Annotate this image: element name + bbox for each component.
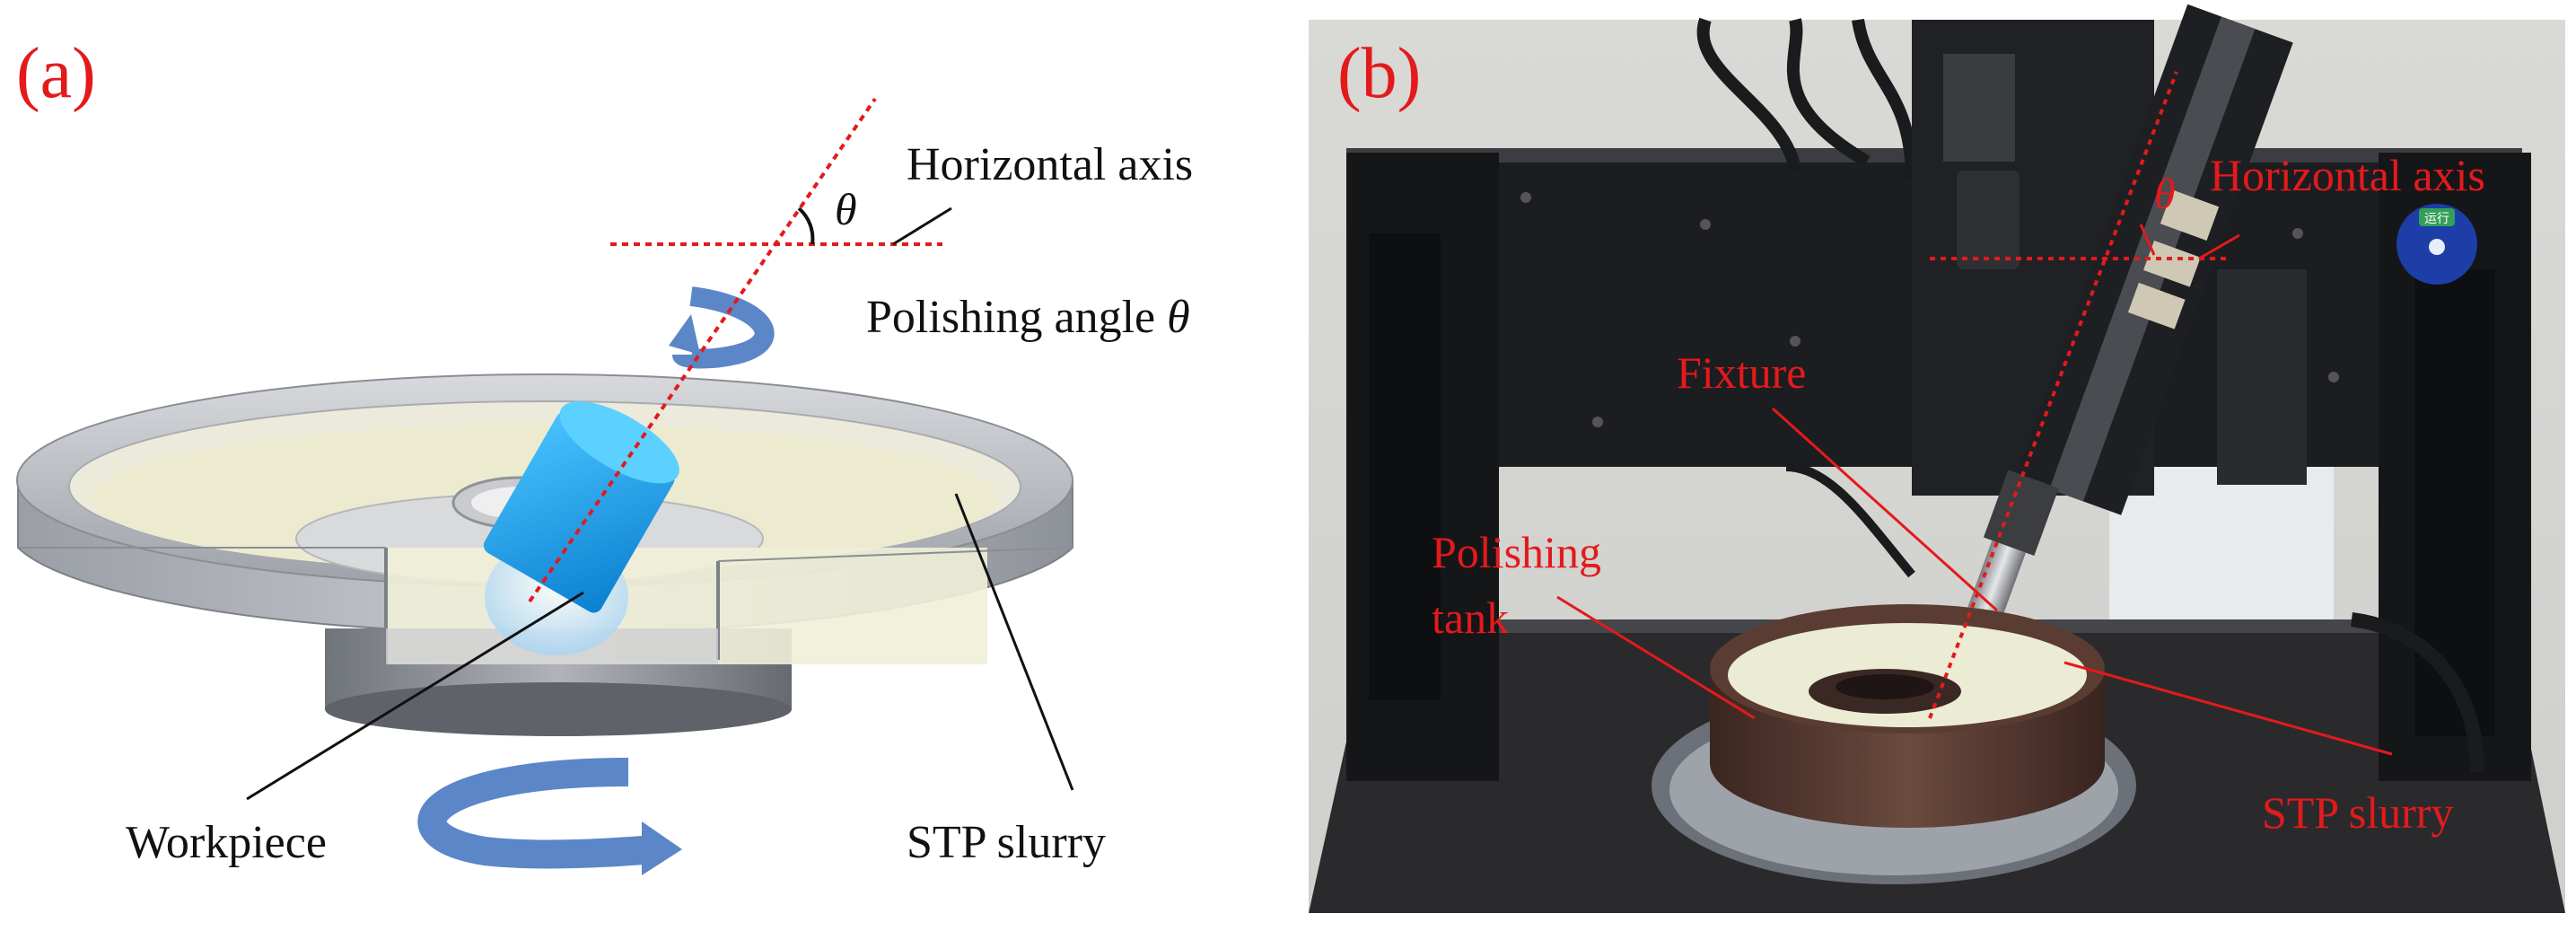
slurry-leader-a — [954, 493, 1074, 791]
panel-a-label: (a) — [16, 34, 96, 113]
status-badge-text: 运行 — [2424, 212, 2449, 226]
rotation-arrow-lower — [417, 758, 682, 875]
angle-marker-b — [2139, 224, 2156, 256]
fixture-leader — [1771, 407, 1999, 612]
horizontal-axis-label-b: Horizontal axis — [2210, 150, 2485, 200]
cables — [1696, 17, 1918, 180]
panel-a: (a) — [16, 34, 1193, 875]
status-badge: 运行 — [2396, 204, 2477, 285]
slurry-label-b: STP slurry — [2262, 787, 2453, 838]
horizontal-axis-label-a: Horizontal axis — [907, 139, 1193, 190]
horizontal-axis-leader-a — [892, 206, 952, 246]
polishing-tank-label-line2: tank — [1432, 593, 1509, 643]
panel-b: 运行 (b) θ Horizontal axis Fixture Polishi… — [1309, 4, 2565, 913]
workpiece-model — [483, 401, 679, 655]
panel-b-label: (b) — [1337, 34, 1421, 113]
workpiece-leader — [246, 591, 584, 801]
polishing-tank-label-line1: Polishing — [1432, 527, 1601, 577]
workpiece-label: Workpiece — [126, 817, 327, 868]
polishing-angle-label: Polishing angle θ — [866, 292, 1190, 343]
polishing-tank-leader — [1556, 595, 1756, 720]
slurry-label-a: STP slurry — [907, 817, 1106, 868]
theta-b: θ — [2154, 171, 2176, 218]
workpiece-axis-line — [528, 97, 877, 603]
fixture-label: Fixture — [1677, 347, 1806, 398]
slurry-leader-b — [2063, 661, 2393, 756]
angle-arc-a — [797, 206, 815, 245]
theta-a: θ — [835, 184, 857, 234]
horizontal-axis-leader-b — [2198, 233, 2240, 260]
spindle-axis-line — [1928, 71, 2178, 719]
rotation-arrow-upper — [669, 286, 775, 369]
polishing-tank-photo — [1710, 604, 2105, 828]
